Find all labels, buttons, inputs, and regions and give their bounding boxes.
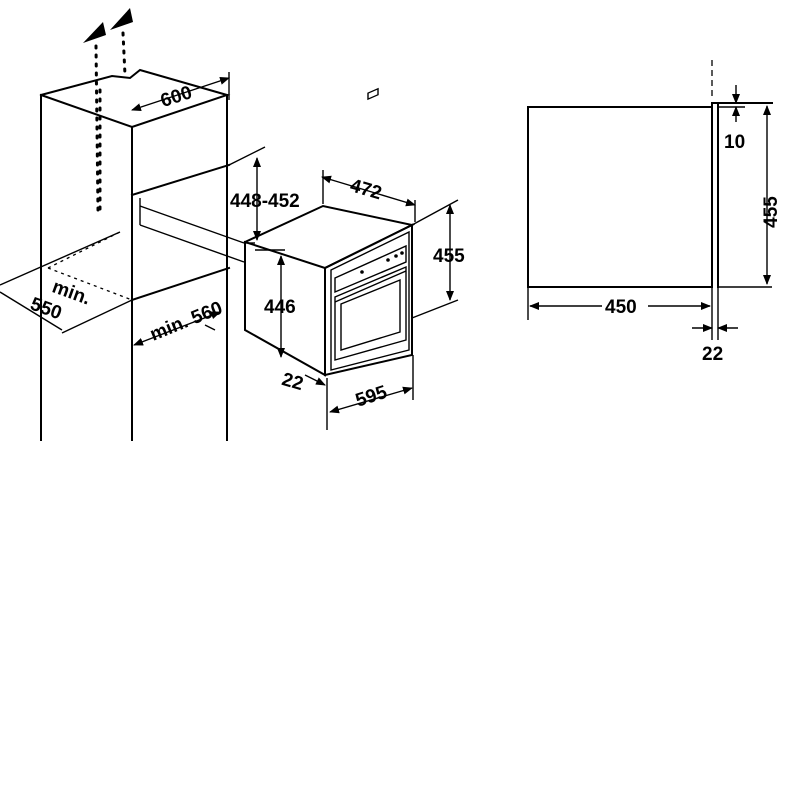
side-view-drawing: 10 455 450 22: [527, 60, 782, 365]
side-view-body: [527, 106, 713, 288]
ventilation-arrows-icon: [83, 8, 133, 212]
oven-drawing: 472 455 446 22 595: [243, 87, 465, 430]
dim-oven-width: 595: [353, 382, 390, 412]
dim-min-width: min. 560: [147, 298, 225, 346]
dim-oven-height: 455: [433, 246, 465, 267]
dim-side-frame: 22: [702, 344, 723, 365]
dim-side-top-gap: 10: [724, 132, 745, 153]
dim-side-height: 455: [761, 196, 782, 228]
dim-oven-depth: 472: [348, 175, 384, 204]
dim-oven-inner-height: 446: [264, 297, 296, 318]
dim-frame-offset: 22: [279, 369, 305, 395]
dim-niche-height: 448-452: [230, 191, 300, 212]
cabinet-drawing: 600 448-452 min. 550 min. 560: [0, 8, 300, 441]
dim-side-depth: 450: [605, 297, 637, 318]
